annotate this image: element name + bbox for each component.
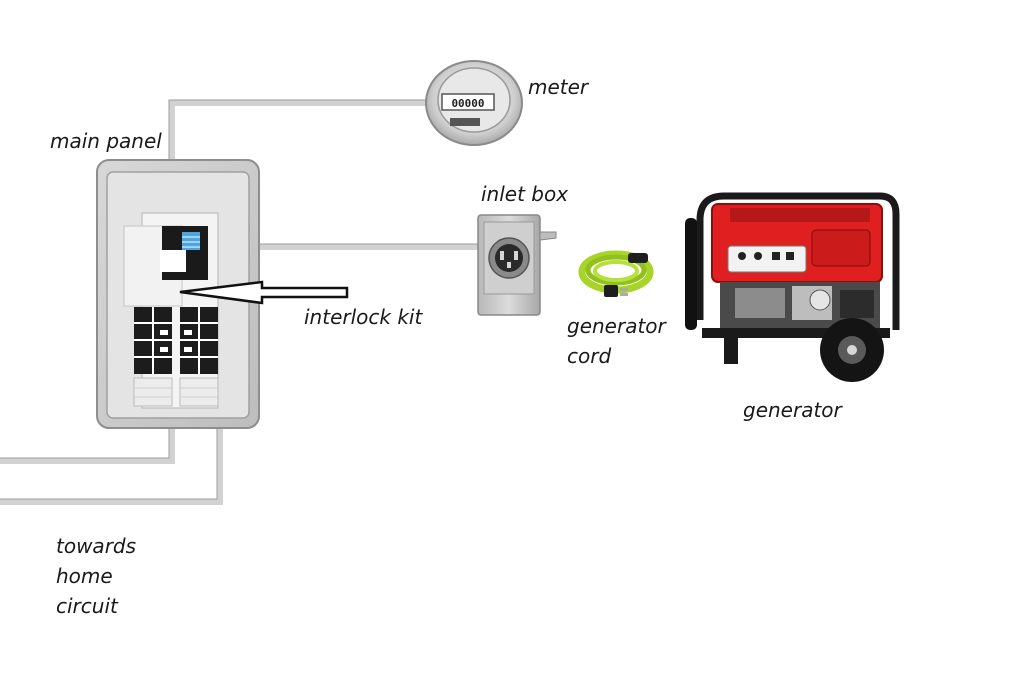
home-circuit-wire-2 (0, 428, 223, 505)
generator-cord-label: generator cord (567, 311, 666, 371)
generator-cord-label-line-1: generator (567, 314, 666, 338)
towards-label-line-3: circuit (56, 594, 118, 618)
towards-label-line-2: home (56, 564, 113, 588)
generator-cord-icon (578, 250, 654, 297)
meter-to-panel-wire (169, 100, 436, 160)
generator-cord-label-line-2: cord (567, 344, 612, 368)
interlock-kit-label: interlock kit (304, 305, 423, 329)
generator-label: generator (743, 398, 842, 422)
main-panel-label: main panel (50, 129, 162, 153)
generator-icon (685, 192, 900, 382)
towards-home-circuit-label: towards home circuit (56, 531, 136, 621)
wires (0, 100, 478, 505)
meter-icon: 00000 (425, 60, 523, 146)
inlet-box-label: inlet box (481, 182, 569, 206)
meter-label: meter (528, 75, 589, 99)
towards-label-line-1: towards (56, 534, 137, 558)
main-panel-icon (96, 159, 260, 429)
meter-readout: 00000 (451, 97, 484, 110)
interlock-arrow-icon (179, 280, 349, 305)
inlet-box-icon (477, 214, 557, 316)
home-circuit-wire-1 (0, 428, 175, 464)
